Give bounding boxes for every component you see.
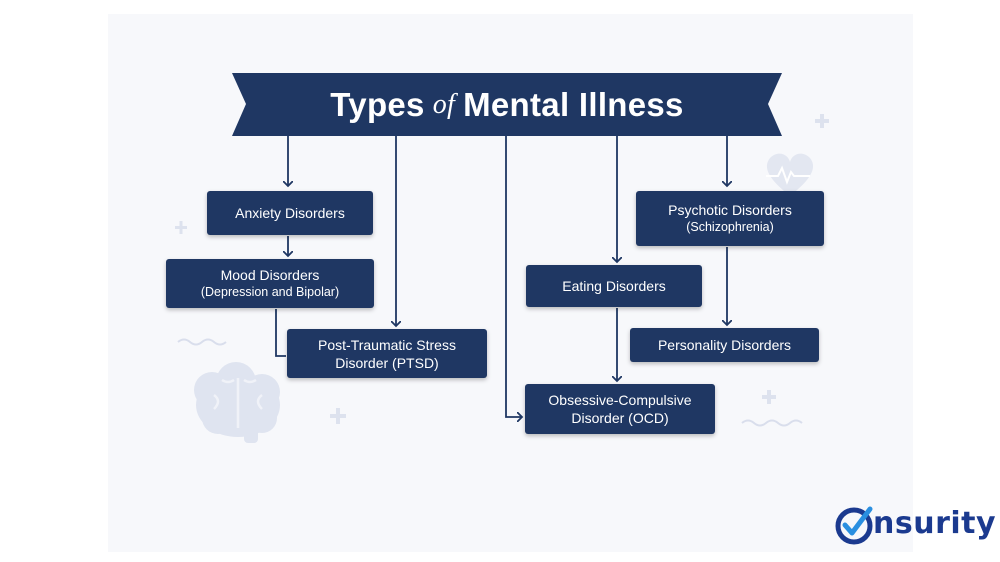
wave-decor [741, 419, 803, 427]
node-psychotic-disorders: Psychotic Disorders (Schizophrenia) [636, 191, 824, 246]
plus-icon [762, 390, 776, 404]
node-label: Mood Disorders [220, 267, 320, 283]
node-label: Eating Disorders [562, 278, 666, 294]
connector-mood-ptsd [275, 309, 286, 357]
node-label: Obsessive-Compulsive [548, 392, 692, 408]
heart-pulse-icon [766, 153, 814, 196]
title-part-2: Mental Illness [463, 85, 684, 123]
node-label: Post-Traumatic Stress [318, 336, 456, 353]
plus-icon [175, 221, 187, 234]
node-anxiety-disorders: Anxiety Disorders [207, 191, 373, 235]
check-circle-icon [835, 506, 873, 545]
node-label: Psychotic Disorders [668, 202, 792, 218]
title-banner: Types of Mental Illness [232, 73, 782, 136]
logo-wordmark: nsurity [873, 506, 997, 541]
diagram-title: Types of Mental Illness [232, 73, 782, 136]
title-connector: of [432, 88, 456, 120]
node-sublabel: (Schizophrenia) [686, 220, 774, 234]
node-eating-disorders: Eating Disorders [526, 265, 702, 307]
node-sublabel: Disorder (OCD) [571, 410, 669, 426]
node-sublabel: (Depression and Bipolar) [200, 285, 340, 299]
node-label: Personality Disorders [657, 337, 792, 353]
banner-ribbon-shape [232, 73, 782, 136]
node-personality-disorders: Personality Disorders [630, 328, 819, 362]
title-part-1: Types [330, 85, 425, 123]
brand-logo: nsurity [833, 500, 996, 552]
connector-ocd [505, 136, 522, 417]
node-mood-disorders: Mood Disorders (Depression and Bipolar) [166, 259, 374, 308]
brain-icon [194, 362, 280, 443]
node-sublabel: Disorder (PTSD) [335, 354, 439, 371]
plus-icon [815, 114, 829, 128]
wave-decor [177, 338, 227, 346]
plus-icon [330, 408, 346, 424]
node-ocd: Obsessive-Compulsive Disorder (OCD) [525, 384, 715, 434]
node-label: Anxiety Disorders [235, 205, 345, 221]
node-ptsd: Post-Traumatic Stress Disorder (PTSD) [287, 329, 487, 378]
